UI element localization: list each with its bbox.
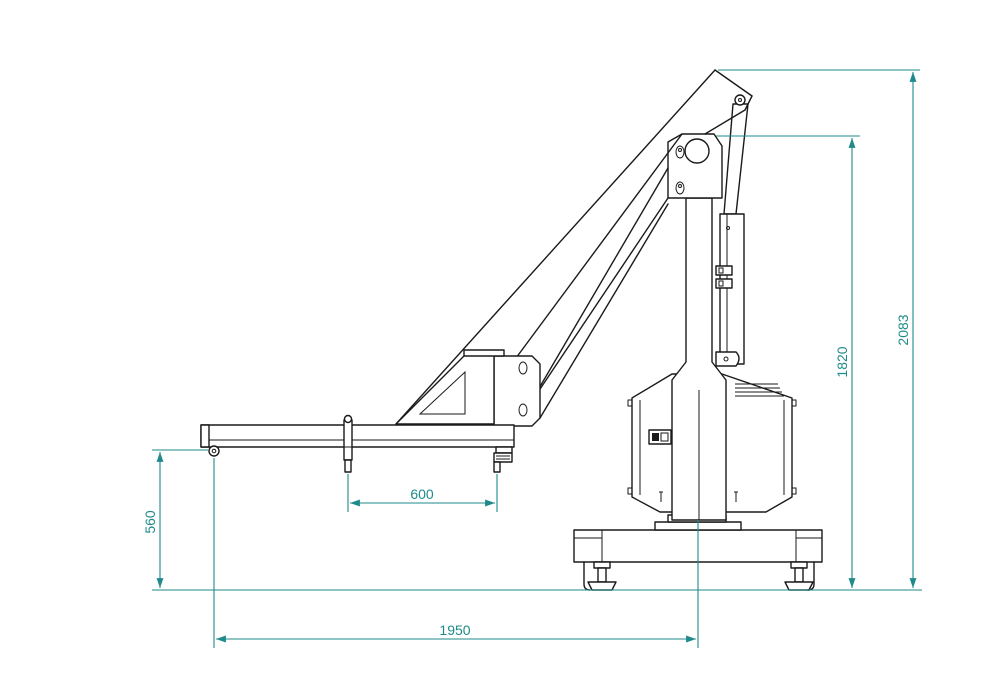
end-hook — [208, 445, 220, 457]
leveling-foot-right — [784, 561, 814, 591]
dimension-lines — [152, 69, 922, 648]
castor-left — [583, 561, 591, 591]
jib-arm — [200, 424, 515, 448]
label-total-height: 2083 — [895, 314, 911, 345]
label-hook-height: 560 — [142, 510, 158, 534]
sliding-hook — [342, 414, 354, 473]
mast-head — [667, 133, 723, 199]
label-mast-height: 1820 — [834, 346, 850, 377]
boom — [395, 69, 753, 425]
mast — [671, 197, 727, 521]
leveling-foot-left — [587, 561, 617, 591]
label-hook-spacing: 600 — [410, 486, 434, 502]
main-switch — [648, 429, 672, 445]
label-reach: 1950 — [439, 622, 470, 638]
boom-carriage — [395, 349, 541, 427]
fixed-hook — [493, 446, 513, 473]
